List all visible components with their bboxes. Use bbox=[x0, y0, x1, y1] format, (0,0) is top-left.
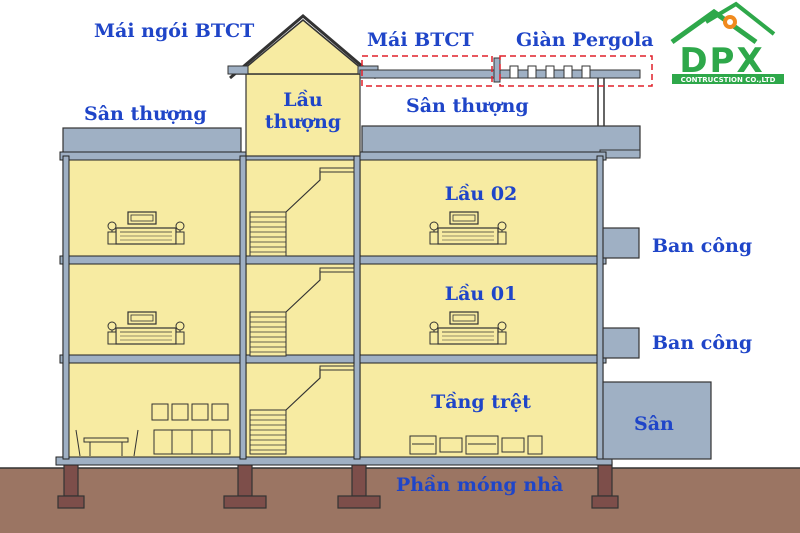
label-mai-ngoi: Mái ngói BTCT bbox=[94, 20, 254, 42]
staircases bbox=[249, 167, 355, 455]
roof-top-room bbox=[227, 14, 379, 157]
living-room-furniture bbox=[409, 435, 543, 455]
label-ban-cong-upper: Ban công bbox=[652, 235, 752, 257]
dashed-highlights bbox=[361, 55, 653, 87]
kitchen-furniture bbox=[75, 403, 231, 457]
label-san: Sân bbox=[634, 413, 674, 435]
balconies bbox=[602, 227, 640, 359]
label-ban-cong-lower: Ban công bbox=[652, 332, 752, 354]
label-tang-tret: Tầng trệt bbox=[431, 391, 531, 413]
label-san-thuong-right: Sân thượng bbox=[406, 95, 529, 117]
label-lau-thuong-line1: Lầu bbox=[283, 89, 323, 111]
logo-tagline: CONTRUCSTION CO.,LTD bbox=[681, 76, 776, 84]
company-logo: DPX CONTRUCSTION CO.,LTD bbox=[670, 1, 784, 84]
roof-terrace-slab bbox=[62, 125, 641, 159]
columns bbox=[62, 155, 604, 460]
label-lau-thuong-line2: thượng bbox=[265, 111, 341, 133]
floor-walls bbox=[62, 155, 604, 460]
label-gian-pergola: Giàn Pergola bbox=[516, 29, 654, 51]
label-mai-btct: Mái BTCT bbox=[367, 29, 474, 51]
ground bbox=[0, 467, 800, 533]
label-lau-01: Lầu 01 bbox=[445, 283, 518, 305]
yard bbox=[602, 381, 712, 460]
label-san-thuong-left: Sân thượng bbox=[84, 103, 207, 125]
label-phan-mong: Phần móng nhà bbox=[396, 474, 563, 496]
label-lau-02: Lầu 02 bbox=[445, 183, 518, 205]
